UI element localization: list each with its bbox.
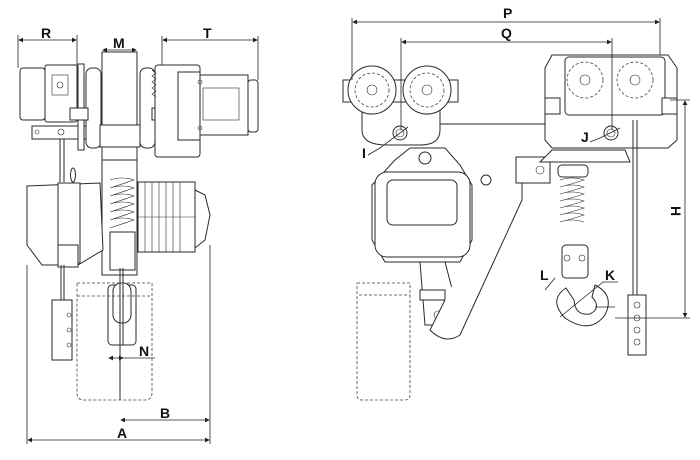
front-view-dimensions — [351, 18, 690, 319]
dimension-label-q: Q — [501, 25, 512, 41]
trolley-front — [342, 65, 545, 146]
trolley-wheels — [69, 63, 171, 151]
dimension-label-l: L — [540, 267, 549, 283]
dimension-label-t: T — [203, 25, 212, 41]
side-view: R M T N B A — [17, 25, 259, 444]
right-travel-motor — [151, 64, 259, 158]
dimension-label-a: A — [117, 425, 127, 441]
dimension-label-h: H — [668, 206, 684, 216]
spring-and-hook-block — [107, 177, 137, 400]
pendant-switch — [51, 265, 73, 361]
dimension-label-r: R — [41, 25, 51, 41]
side-view-dimensions — [17, 35, 259, 444]
dimension-label-k: K — [605, 267, 615, 283]
chain-bag-front — [356, 282, 411, 401]
dimension-label-p: P — [503, 5, 512, 21]
trolley-right — [538, 54, 678, 163]
hook-assembly — [556, 164, 615, 327]
dimension-label-n: N — [139, 343, 149, 359]
dimension-label-j: J — [581, 129, 589, 145]
chain-bag — [76, 282, 153, 401]
front-view: P Q I J H K L — [342, 5, 690, 401]
hoist-body-front — [371, 147, 492, 326]
dimension-label-b: B — [160, 405, 170, 421]
motor-cooling-fins — [137, 181, 211, 253]
dimension-label-m: M — [113, 35, 125, 51]
hoist-motor — [26, 167, 104, 268]
pendant-switch-front — [627, 120, 647, 356]
dimension-label-i: I — [362, 145, 366, 161]
